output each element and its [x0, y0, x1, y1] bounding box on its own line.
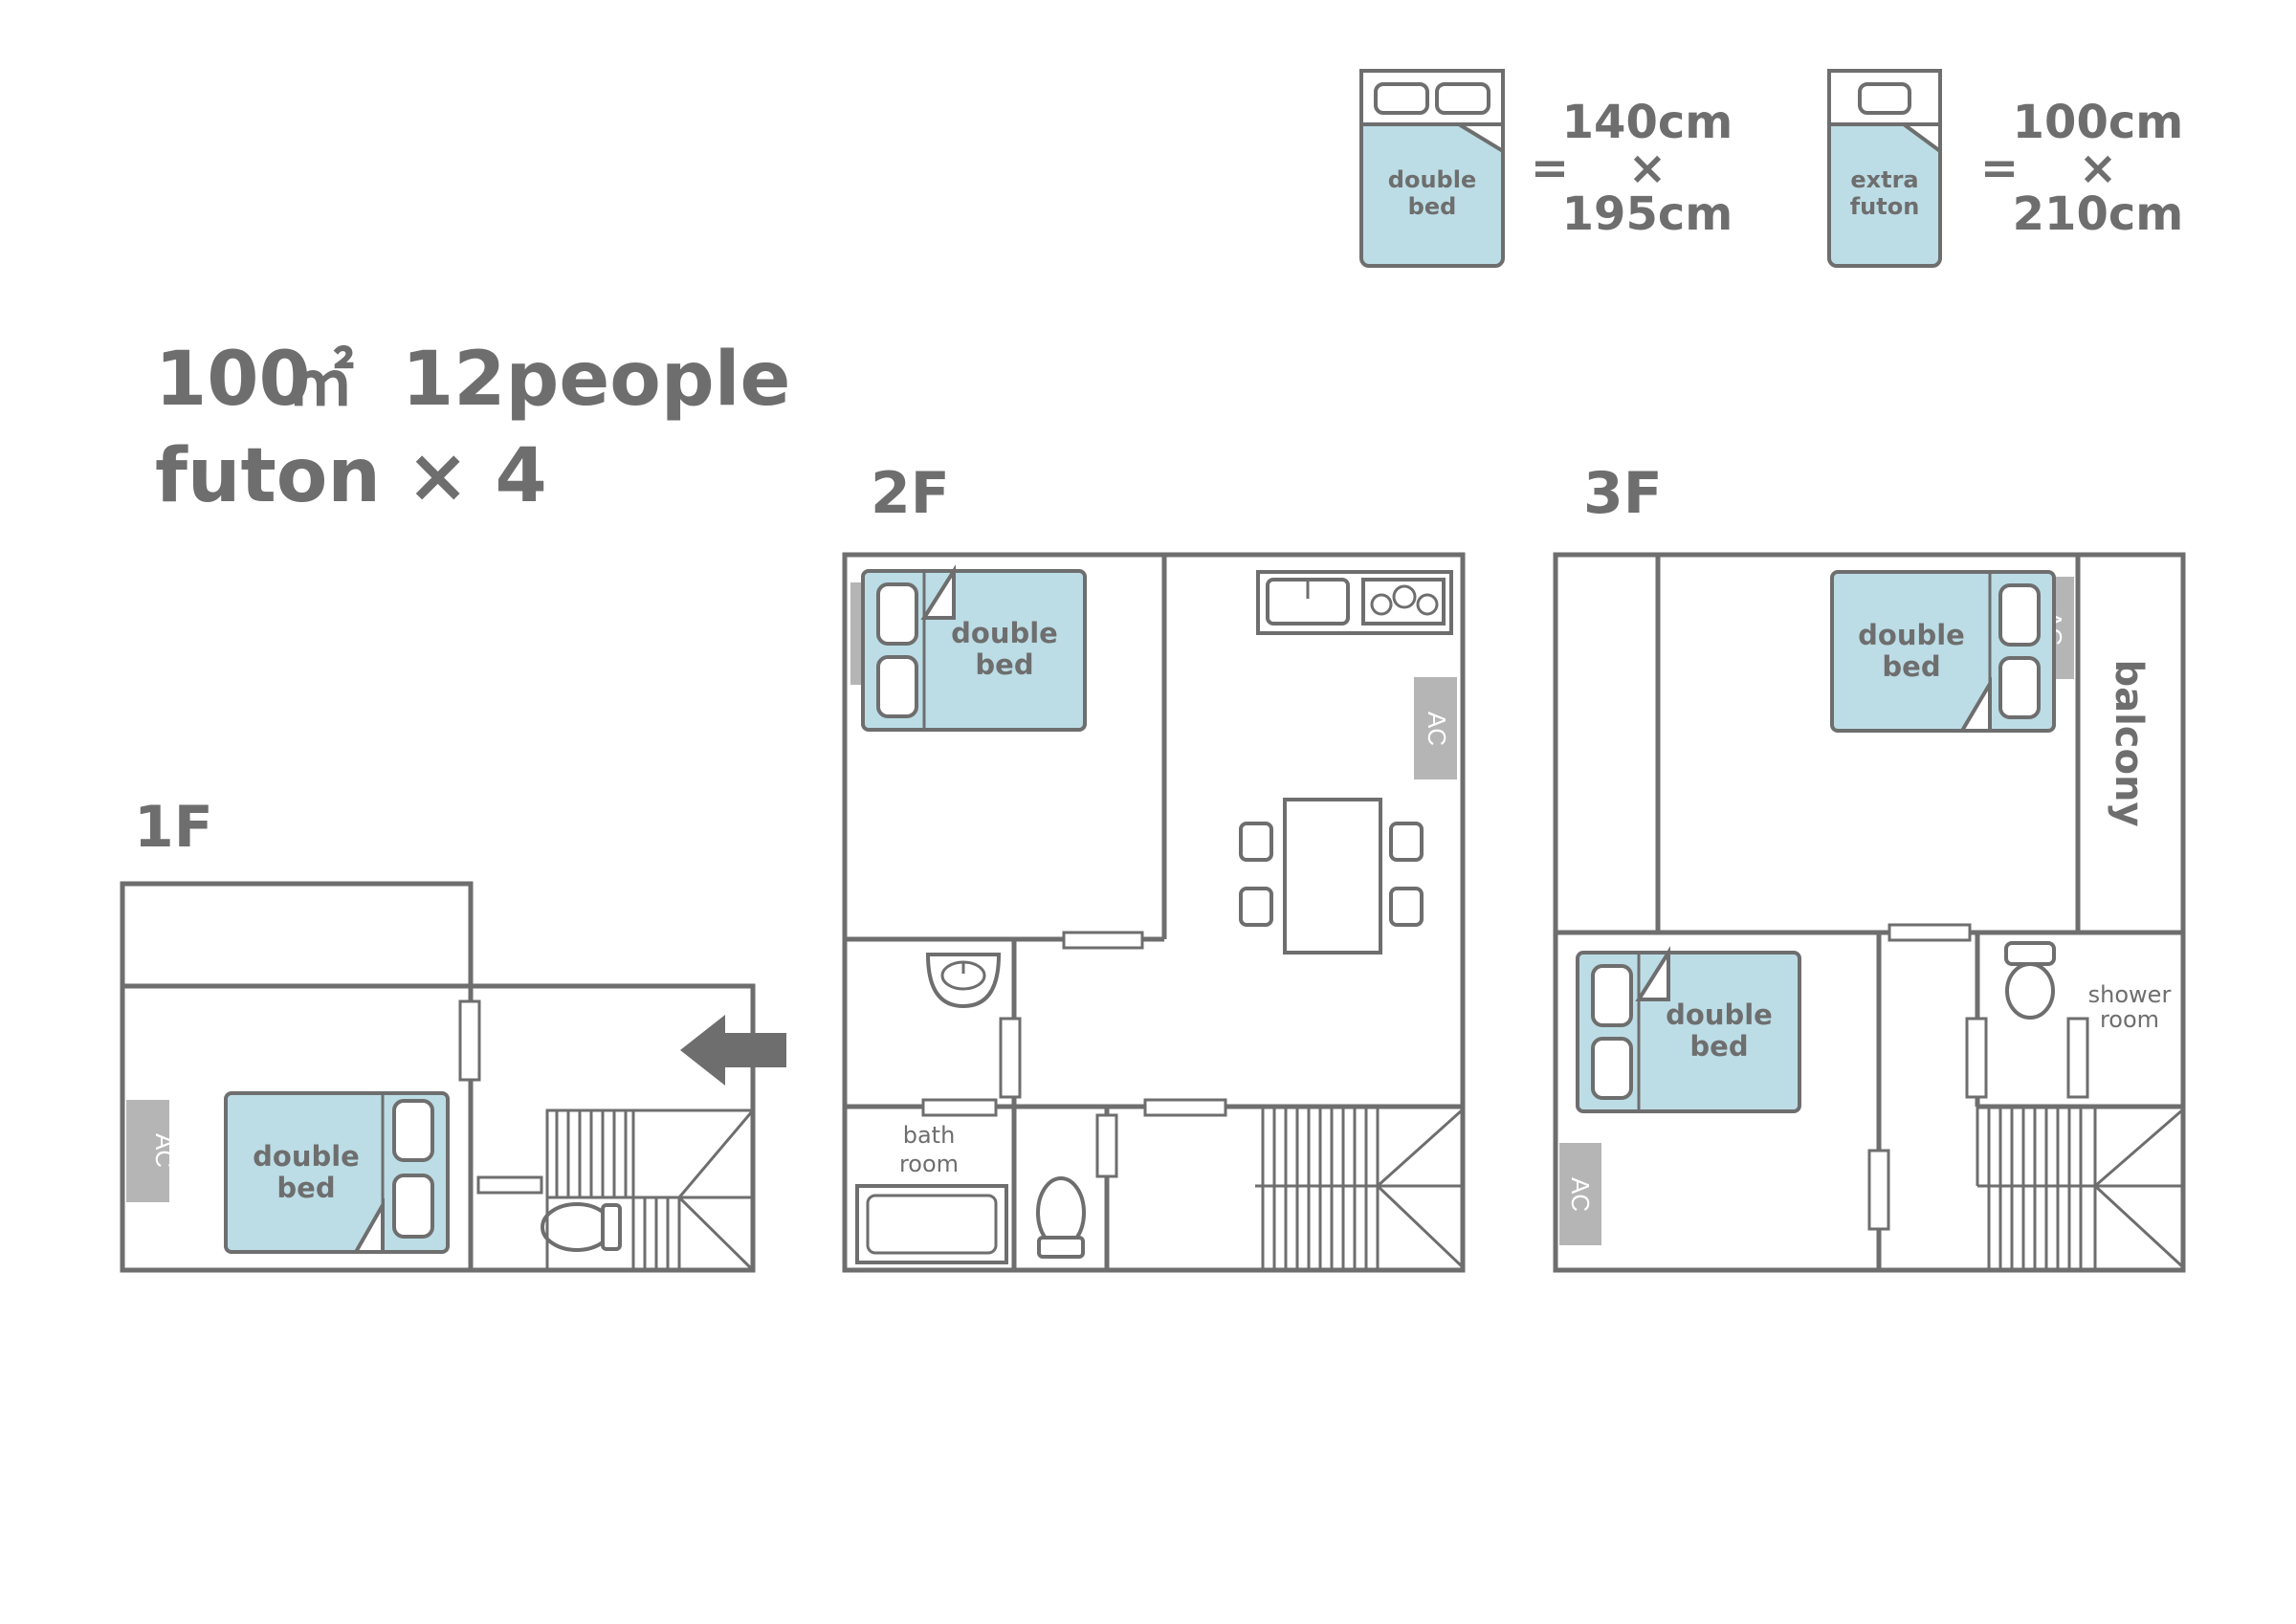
ac-label: AC	[1566, 1177, 1595, 1212]
door	[999, 1017, 1022, 1099]
shower-label-1: shower	[2088, 981, 2172, 1008]
ac-unit	[1414, 677, 1457, 779]
ac-unit	[126, 1100, 169, 1202]
bathtub-icon	[855, 1184, 1008, 1264]
stairs	[545, 1108, 755, 1272]
legend-double-width: 140cm	[1562, 96, 1733, 149]
kitchen-counter	[1256, 570, 1453, 635]
ac-unit	[1559, 1143, 1601, 1245]
legend: double bed = 140cm × 195cm extra futon =…	[1359, 69, 2184, 268]
legend-futon-times: ×	[2079, 142, 2117, 195]
floor-2f: 2F AC AC double bed	[842, 460, 1466, 1273]
door	[458, 999, 481, 1082]
bed-label-2: bed	[975, 648, 1033, 681]
bath-label-2: room	[899, 1151, 959, 1177]
sink-icon	[925, 953, 1002, 1009]
double-bed-3f-top: double bed	[1830, 570, 2056, 733]
legend-double-equals: =	[1531, 142, 1569, 195]
legend-double-label-1: double	[1388, 166, 1476, 193]
bed-label-2: bed	[1689, 1030, 1748, 1063]
floor-1f-outline	[120, 881, 756, 1273]
stairs	[1255, 1107, 1465, 1270]
door	[1867, 1149, 1890, 1231]
door	[1888, 923, 1972, 942]
summary-people: 12people	[402, 337, 790, 423]
floor-3f: 3F AC AC balcony double bed	[1553, 460, 2186, 1273]
legend-futon-label-2: futon	[1850, 193, 1920, 220]
floor-2f-outline	[842, 552, 1466, 1273]
legend-futon-width: 100cm	[2013, 96, 2184, 149]
door	[921, 1098, 998, 1117]
double-bed-3f-bottom: double bed	[1576, 946, 1801, 1113]
bed-label-1: double	[1666, 999, 1773, 1031]
door	[476, 1175, 543, 1195]
door	[1965, 1017, 1988, 1099]
summary: 100 ㎡ 12people futon × 4	[155, 337, 790, 519]
summary-area: 100	[155, 337, 311, 423]
floor-3f-label: 3F	[1583, 460, 1663, 527]
double-bed-1f: double bed	[224, 1091, 450, 1254]
legend-double-times: ×	[1628, 142, 1667, 195]
bed-label-2: bed	[1882, 650, 1940, 683]
ac-label: AC	[150, 1133, 179, 1168]
legend-double-length: 195cm	[1562, 187, 1733, 241]
legend-double-bed-icon: double bed	[1359, 69, 1505, 268]
dining-table	[1239, 798, 1424, 955]
shower-label-2: room	[2100, 1006, 2159, 1033]
legend-futon-label-1: extra	[1850, 166, 1918, 193]
legend-futon-icon: extra futon	[1827, 69, 1942, 268]
bed-label-1: double	[951, 617, 1058, 649]
bed-label-2: bed	[276, 1172, 335, 1204]
bed-label-1: double	[1858, 619, 1965, 651]
balcony-label: balcony	[2107, 659, 2151, 826]
double-bed-2f: double bed	[861, 564, 1087, 732]
legend-futon-length: 210cm	[2013, 187, 2184, 241]
bed-label-1: double	[253, 1140, 360, 1173]
door	[2066, 1017, 2089, 1099]
bath-label-1: bath	[903, 1122, 956, 1149]
floor-3f-outline	[1553, 552, 2186, 1273]
summary-area-unit: ㎡	[287, 342, 354, 421]
stairs	[1976, 1107, 2185, 1270]
toilet-icon	[541, 1202, 622, 1252]
floor-1f: 1F AC double bed	[120, 794, 786, 1273]
legend-double-label-2: bed	[1408, 193, 1457, 220]
ac-label: AC	[1423, 712, 1451, 746]
door	[1062, 931, 1144, 950]
door	[1095, 1113, 1118, 1178]
floor-2f-label: 2F	[871, 460, 950, 527]
door	[1143, 1098, 1227, 1117]
legend-futon-equals: =	[1980, 142, 2019, 195]
toilet-icon	[2004, 941, 2056, 1020]
floor-1f-label: 1F	[134, 794, 213, 861]
toilet-icon	[1036, 1176, 1086, 1259]
entrance-arrow-icon	[680, 1015, 786, 1086]
summary-futon: futon × 4	[155, 433, 547, 519]
